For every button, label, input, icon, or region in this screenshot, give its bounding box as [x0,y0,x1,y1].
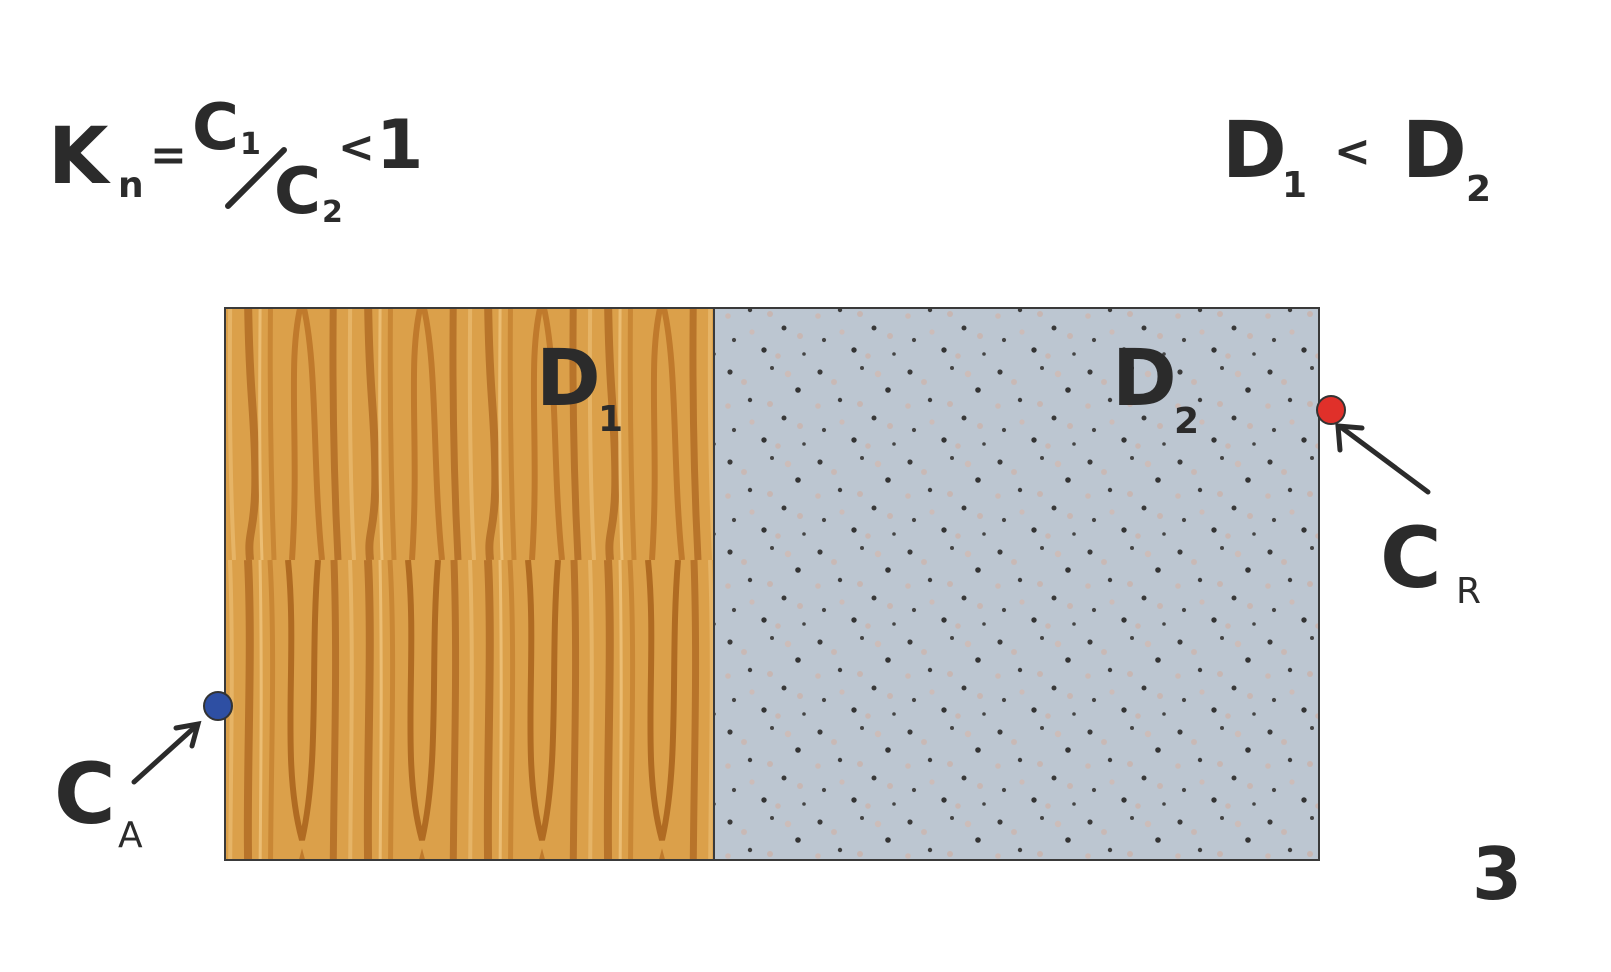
point-cr-marker [1316,395,1346,425]
layer-d1-label-sub: 1 [598,399,624,440]
formula-c1-sub: 1 [240,127,261,162]
arrow-to-cr [1335,423,1431,495]
point-ca-label-sub: A [118,815,143,856]
layer-d1-wood [224,307,715,861]
formula-one: 1 [376,106,424,185]
comparison-d2-sub: 2 [1466,169,1492,210]
formula-k-sub: n [118,165,144,206]
formula-c1: C [192,91,239,165]
point-cr-label: C [1380,509,1442,607]
figure-number: 3 [1472,832,1523,916]
layer-d2-concrete [713,307,1320,861]
formula-relation: < [338,122,375,173]
layer-d1-label: D [536,334,601,424]
comparison-d1: D [1222,106,1287,196]
comparison-d2: D [1402,106,1467,196]
formula-k: K [48,112,109,202]
point-cr-label-sub: R [1456,571,1482,612]
comparison-relation: < [1334,126,1371,177]
formula-c2-sub: 2 [322,195,343,230]
formula-c2: C [274,155,321,229]
comparison-d1-sub: 1 [1282,165,1308,206]
point-ca-label: C [54,745,116,843]
fraction-slash [225,147,287,209]
point-ca-marker [203,691,233,721]
arrow-to-ca [131,720,202,785]
layer-d2-label: D [1112,334,1177,424]
formula-equals: = [150,130,187,181]
layer-d2-label-sub: 2 [1174,401,1200,442]
